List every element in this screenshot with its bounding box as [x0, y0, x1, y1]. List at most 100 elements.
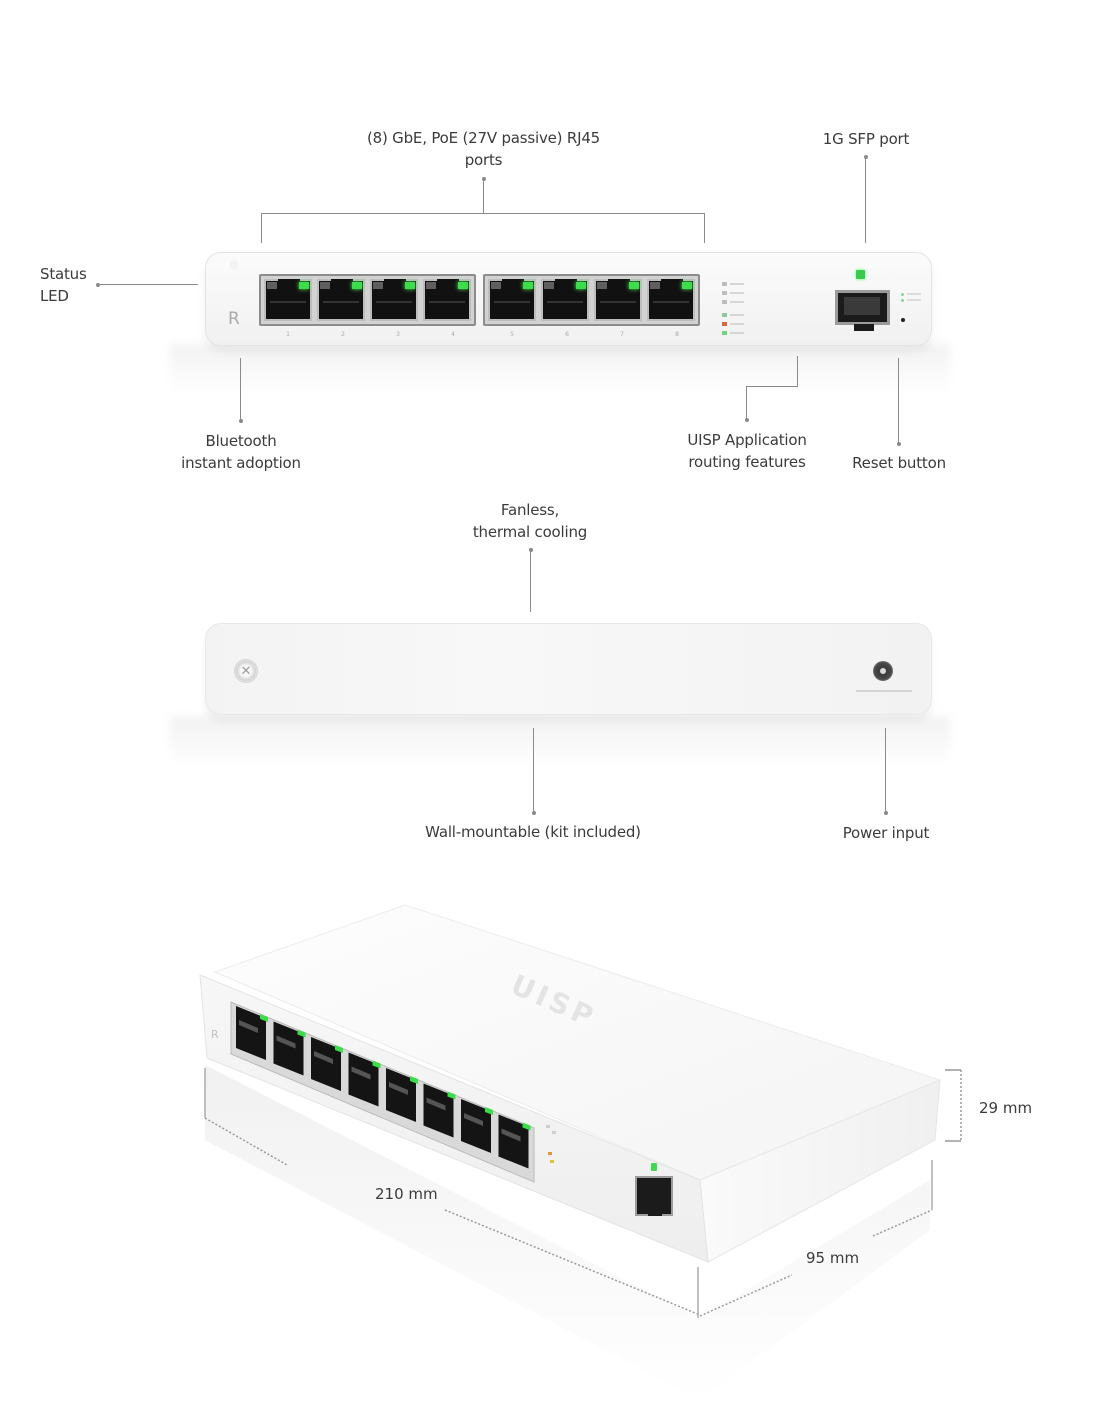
ports-bracket-left: [261, 213, 262, 243]
iso-rj45-port[interactable]: [423, 1083, 454, 1138]
ports-callout-dot: [482, 177, 486, 181]
reset-callout-dot: [897, 442, 901, 446]
rj45-port-bank-2: [483, 274, 700, 326]
sfp-led: [856, 270, 865, 279]
status-led-callout-line1: Status: [40, 265, 87, 283]
ports-bracket-top: [261, 213, 705, 214]
port-number: 8: [675, 331, 679, 338]
iso-port-led: [297, 1029, 306, 1038]
iso-port-clip: [276, 1035, 296, 1049]
rj45-port[interactable]: [317, 279, 365, 321]
rj45-port[interactable]: [264, 279, 312, 321]
iso-port-led: [260, 1014, 268, 1022]
status-led-callout-line2: LED: [40, 287, 69, 305]
iso-port-clip: [314, 1051, 333, 1064]
iso-port-frame: [230, 1001, 535, 1183]
dim-95-dotted-b: [872, 1209, 933, 1237]
iso-port-led: [447, 1091, 456, 1100]
dim-210-dotted-b: [444, 1209, 701, 1316]
power-callout-stem: [885, 728, 886, 812]
fanless-callout-line1: Fanless,: [500, 501, 560, 519]
dim-depth-label: 95 mm: [806, 1249, 859, 1267]
status-led-callout-dot: [96, 283, 100, 287]
iso-reflection: [205, 1065, 930, 1400]
reset-callout-stem: [898, 358, 899, 444]
iso-rj45-port[interactable]: [348, 1052, 379, 1107]
port-number: 1: [286, 331, 290, 338]
iso-rj45-port[interactable]: [498, 1114, 529, 1169]
front-device-shadow: [170, 344, 950, 394]
uisp-callout-stem-b: [746, 386, 747, 419]
iso-port-led: [372, 1060, 381, 1069]
port-number: 3: [396, 331, 400, 338]
rj45-port[interactable]: [488, 279, 536, 321]
back-device-chassis: [205, 623, 932, 715]
fanless-callout-stem: [530, 550, 531, 612]
uisp-callout-stem-a: [797, 356, 798, 386]
iso-port-clip: [351, 1066, 371, 1080]
iso-port-led: [335, 1045, 343, 1053]
power-callout: Power input: [842, 824, 930, 842]
port-number: 4: [451, 331, 455, 338]
bluetooth-callout-line2: instant adoption: [181, 454, 301, 472]
sfp-callout-dot: [864, 155, 868, 159]
bluetooth-callout-dot: [239, 419, 243, 423]
iso-port-led: [485, 1107, 493, 1115]
ports-callout-line1: (8) GbE, PoE (27V passive) RJ45: [366, 129, 601, 147]
status-led: [231, 262, 237, 268]
iso-rj45-ports: [230, 1001, 535, 1183]
iso-rj45-port[interactable]: [386, 1068, 416, 1122]
reset-callout: Reset button: [852, 454, 946, 472]
rj45-port[interactable]: [370, 279, 418, 321]
power-jack-icon[interactable]: [873, 661, 893, 681]
sfp-port[interactable]: [835, 290, 890, 331]
uisp-callout-line1: UISP Application: [687, 431, 807, 449]
rj45-port[interactable]: [541, 279, 589, 321]
rj45-port[interactable]: [423, 279, 471, 321]
power-rating-text: [856, 690, 912, 692]
wall-mount-callout: Wall-mountable (kit included): [425, 823, 641, 841]
iso-port-clip: [464, 1113, 483, 1126]
wall-mount-callout-stem: [533, 728, 534, 812]
iso-rj45-port[interactable]: [273, 1021, 304, 1076]
iso-brand-logo-icon: R: [211, 1028, 219, 1041]
iso-sfp-led: [651, 1163, 657, 1171]
dim-210-dotted-a: [204, 1117, 288, 1166]
rj45-port-bank-1: [259, 274, 476, 326]
iso-port-clip: [426, 1097, 446, 1111]
dim-95-dotted-a: [699, 1274, 793, 1317]
rj45-port[interactable]: [647, 279, 695, 321]
dim-width-label: 210 mm: [375, 1185, 438, 1203]
ports-bracket-right: [704, 213, 705, 243]
uisp-brand-mark: UISP: [506, 968, 601, 1035]
ports-callout-stem: [483, 179, 484, 213]
wall-mount-callout-dot: [532, 811, 536, 815]
iso-top-face: [213, 904, 942, 1181]
iso-side-face: [699, 1079, 941, 1263]
back-device-shadow: [170, 716, 950, 766]
iso-front-face: [199, 974, 709, 1263]
port-number: 5: [510, 331, 514, 338]
port-number: 2: [341, 331, 345, 338]
rj45-port[interactable]: [594, 279, 642, 321]
port-number: 7: [620, 331, 624, 338]
power-callout-dot: [884, 811, 888, 815]
screw-icon: ✕: [234, 659, 258, 683]
uisp-callout-elbow: [746, 386, 798, 387]
uisp-callout-line2: routing features: [688, 453, 806, 471]
iso-rj45-port[interactable]: [311, 1037, 341, 1091]
status-led-callout-line: [98, 284, 198, 285]
iso-led-legend: [546, 1125, 556, 1163]
bluetooth-callout-stem: [240, 358, 241, 421]
sfp-callout: 1G SFP port: [822, 130, 910, 148]
iso-sfp-port: [635, 1176, 673, 1216]
uisp-callout-dot: [745, 418, 749, 422]
iso-port-led: [522, 1122, 531, 1131]
fanless-callout-dot: [529, 548, 533, 552]
dim-height-label: 29 mm: [979, 1099, 1032, 1117]
led-legend: [722, 280, 756, 335]
reset-button[interactable]: [901, 318, 905, 322]
sfp-callout-stem: [865, 157, 866, 243]
iso-rj45-port[interactable]: [236, 1006, 266, 1060]
iso-rj45-port[interactable]: [461, 1099, 491, 1153]
